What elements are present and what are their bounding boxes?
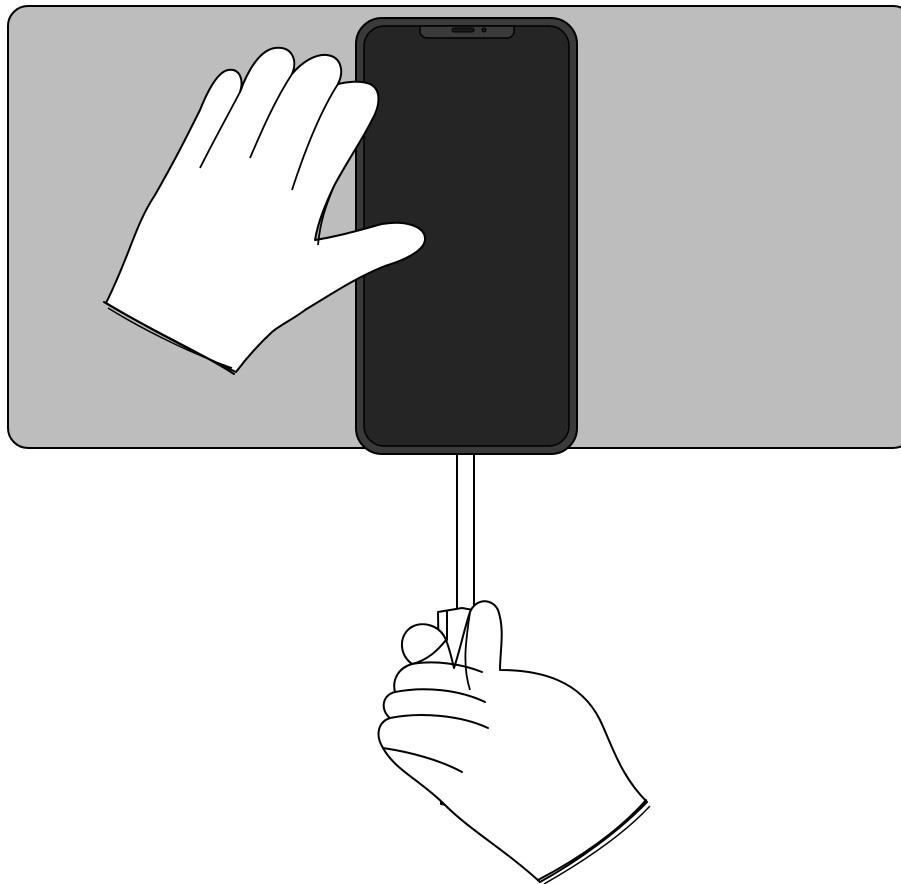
screwdriver-shaft bbox=[457, 446, 474, 626]
front-camera bbox=[482, 28, 486, 32]
earpiece-speaker bbox=[452, 28, 474, 32]
right-gloved-hand bbox=[379, 601, 650, 884]
